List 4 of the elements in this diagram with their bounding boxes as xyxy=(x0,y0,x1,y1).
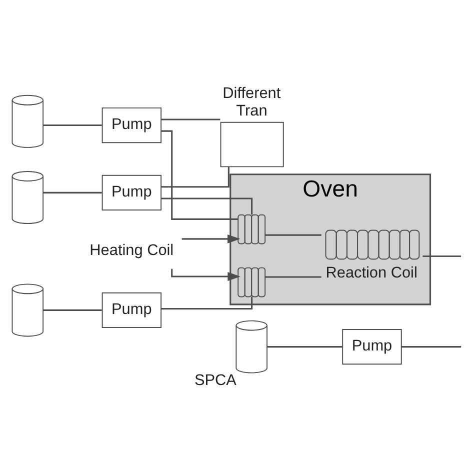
node-text: Heating Coil xyxy=(90,242,174,260)
node-label: Different Tran xyxy=(222,85,281,120)
node-label: Reaction Coil xyxy=(326,264,418,282)
node-label: SPCA xyxy=(194,372,236,390)
